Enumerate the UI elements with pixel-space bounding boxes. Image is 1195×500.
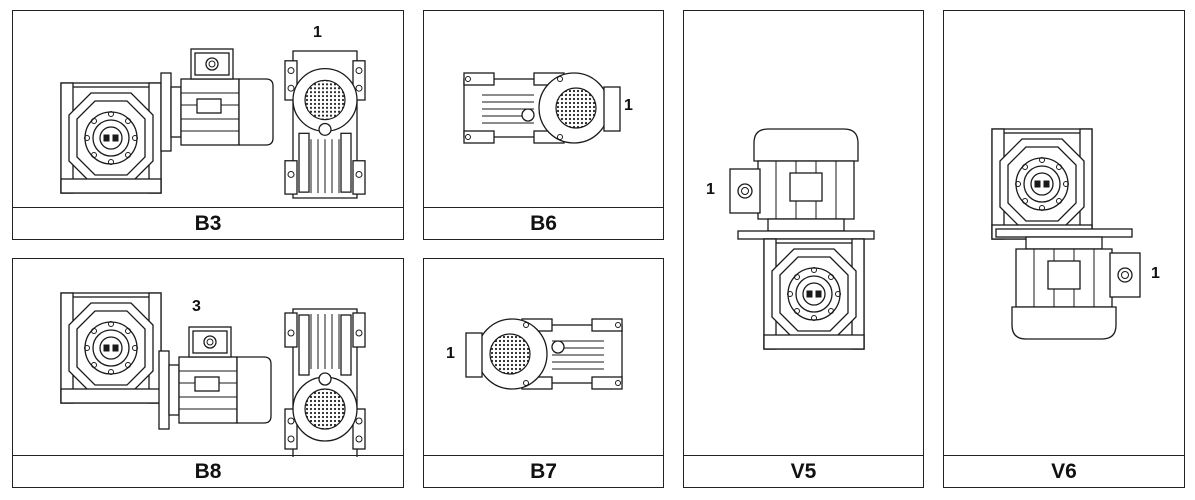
callout-number: 1 <box>313 24 322 41</box>
panel-v6: 1 V6 <box>943 10 1185 488</box>
callout-number: 1 <box>706 181 715 198</box>
callout-number: 1 <box>446 345 455 362</box>
panel-v5: 1 V5 <box>683 10 924 488</box>
mounting-position-label: B3 <box>13 207 403 239</box>
panel-b6: 1 B6 <box>423 10 664 240</box>
callout-number: 1 <box>1151 265 1160 282</box>
gearmotor-drawing-b7 <box>424 259 663 457</box>
panel-b8: 3 B8 <box>12 258 404 488</box>
gearmotor-drawing-v5 <box>684 11 923 457</box>
mounting-position-label: B8 <box>13 455 403 487</box>
gearmotor-drawing-b3 <box>13 11 403 209</box>
gearmotor-drawing-b8 <box>13 259 403 457</box>
mounting-position-label: V6 <box>944 455 1184 487</box>
panel-b3: 1 B3 <box>12 10 404 240</box>
mounting-position-label: B6 <box>424 207 663 239</box>
gearmotor-drawing-b6 <box>424 11 663 209</box>
callout-number: 1 <box>624 97 633 114</box>
callout-number: 3 <box>192 298 201 315</box>
mounting-position-label: B7 <box>424 455 663 487</box>
gearmotor-drawing-v6 <box>944 11 1184 457</box>
panel-b7: 1 B7 <box>423 258 664 488</box>
mounting-position-label: V5 <box>684 455 923 487</box>
